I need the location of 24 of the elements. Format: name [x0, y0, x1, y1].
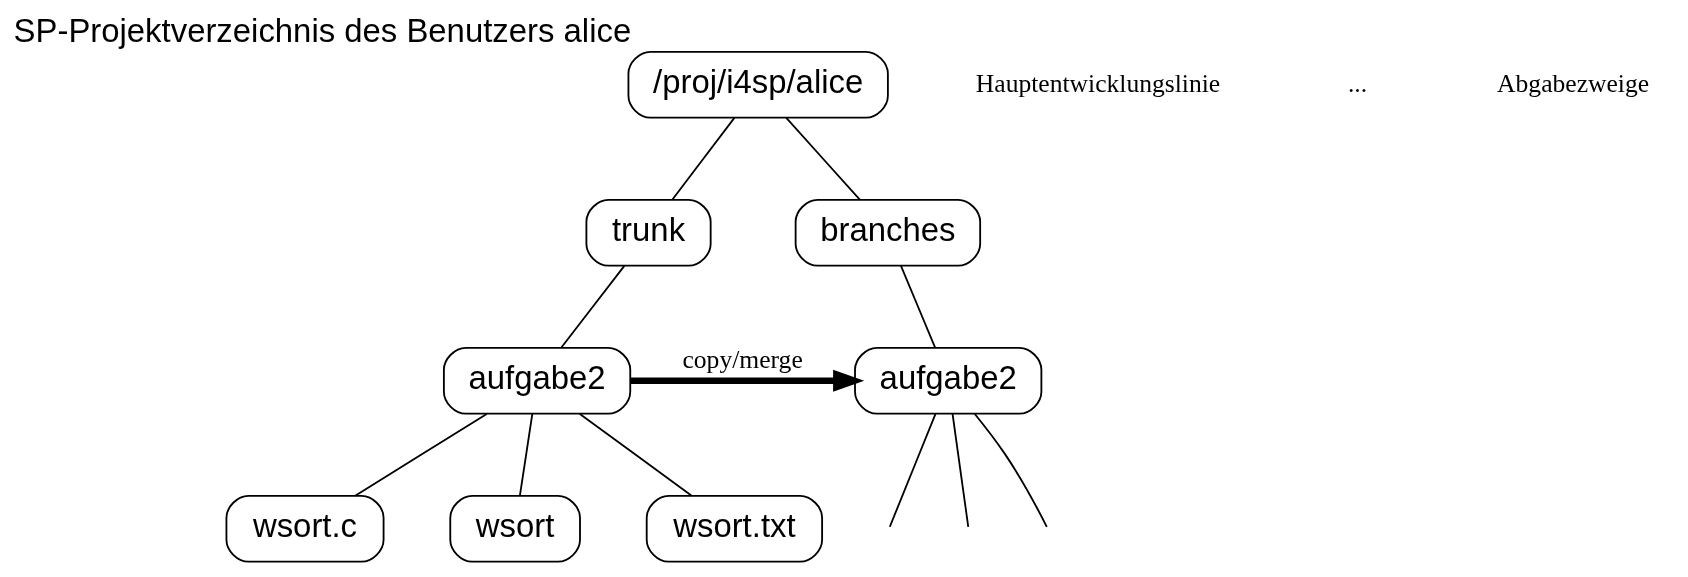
connector: [559, 265, 625, 349]
node-box: branches: [794, 198, 981, 267]
connector: [973, 412, 1048, 528]
connector: [888, 413, 936, 528]
label: ...: [1347, 68, 1367, 98]
connector: [353, 413, 488, 497]
connector: [899, 265, 936, 349]
arrow: [629, 369, 864, 392]
connector: [518, 413, 533, 497]
node-box: wsort.txt: [645, 494, 823, 563]
node-box: aufgabe2: [442, 346, 631, 415]
label: Hauptentwicklungslinie: [975, 68, 1220, 98]
label: Abgabezweige: [1496, 68, 1649, 98]
node-label: SP-Projektverzeichnis des Benutzers alice: [13, 11, 631, 49]
node-box: aufgabe2: [853, 346, 1042, 415]
connector: [670, 117, 735, 201]
connector: [951, 413, 969, 528]
node-box: /proj/i4sp/alice: [627, 50, 889, 119]
node-box: wsort: [448, 494, 581, 563]
connector: [578, 413, 693, 497]
node-box: wsort.c: [225, 494, 384, 563]
connector: [784, 117, 861, 201]
node-box: trunk: [585, 198, 712, 267]
edge-label: copy/merge: [681, 345, 803, 375]
